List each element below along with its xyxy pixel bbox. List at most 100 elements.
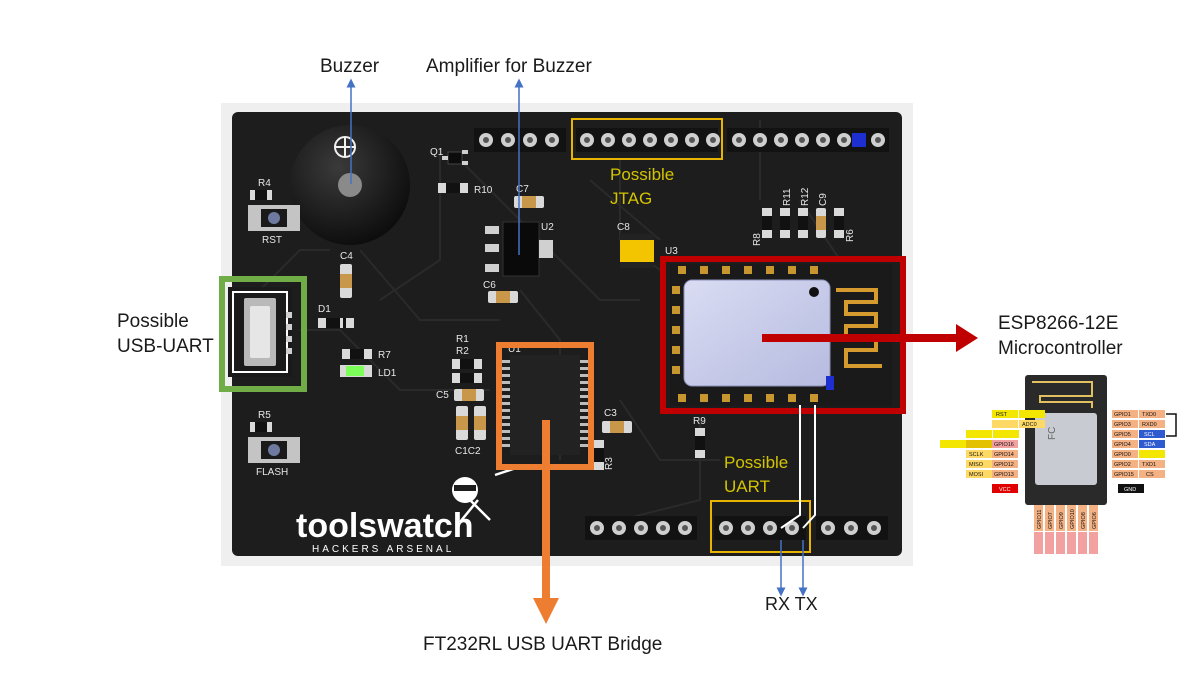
pin-gpio2: GPIO2 [1114, 462, 1131, 468]
r9-resistor [695, 428, 705, 458]
pin-gnd: GND [1124, 487, 1136, 493]
silk-u1: U1 [508, 344, 521, 355]
pin-gpio10: GPIO10 [1070, 509, 1076, 529]
ft232-arrow [533, 420, 559, 624]
pin-gpio15: GPIO15 [1114, 472, 1134, 478]
buzzer-label: Buzzer [320, 56, 380, 77]
silk-r2: R2 [456, 346, 469, 357]
u2-regulator [485, 221, 553, 277]
jtag-label-line1: Possible [610, 165, 675, 184]
pin-sda: SDA [1144, 442, 1156, 448]
silk-rst: RST [262, 235, 282, 246]
header-top-left [474, 128, 566, 152]
pin-gpio16: GPIO16 [994, 442, 1014, 448]
pin-adc0: ADC0 [1022, 422, 1037, 428]
pin-cs: CS [1146, 472, 1154, 478]
usb-uart-label-line2: USB-UART [117, 336, 214, 357]
c3-capacitor [602, 421, 632, 433]
silk-r10: R10 [474, 185, 493, 196]
silk-r11: R11 [782, 188, 793, 206]
pin-rst: RST [996, 412, 1008, 418]
rst-button [248, 190, 300, 231]
pin-txd1: TXD1 [1142, 462, 1156, 468]
silk-r12: R12 [800, 187, 811, 206]
uart-label-line1: Possible [724, 453, 789, 472]
svg-text:FC: FC [1047, 427, 1058, 440]
esp-label-line1: ESP8266-12E [998, 313, 1119, 334]
r1-r2-resistors [452, 359, 482, 383]
c5-capacitor [454, 389, 484, 401]
pin-mosi: MOSI [969, 472, 984, 478]
ld1-led [340, 365, 372, 377]
silk-c5: C5 [436, 390, 449, 401]
silk-r1: R1 [456, 334, 469, 345]
uart-label-line2: UART [724, 477, 770, 496]
silk-q1: Q1 [430, 147, 444, 158]
pin-gpio9: GPIO9 [1059, 512, 1065, 529]
d1-diode [318, 318, 354, 328]
c4-capacitor [340, 264, 352, 298]
silk-r9: R9 [693, 416, 706, 427]
r10-resistor [438, 183, 468, 193]
esp-label-line2: Microcontroller [998, 338, 1123, 359]
silk-c7: C7 [516, 184, 529, 195]
header-bottom-left [585, 516, 697, 540]
silk-flash: FLASH [256, 467, 288, 478]
pin-gpio11: GPIO11 [1037, 510, 1043, 529]
c7-capacitor [514, 196, 544, 208]
silk-d1: D1 [318, 304, 331, 315]
brand-subtitle: HACKERS ARSENAL [312, 544, 454, 555]
r8-r11-r12-c9-r6 [762, 208, 844, 238]
pin-miso: MISO [969, 462, 984, 468]
silk-c6: C6 [483, 280, 496, 291]
c6-capacitor [488, 291, 518, 303]
tx-trace-white [802, 405, 816, 529]
silk-r7: R7 [378, 350, 391, 361]
c8-capacitor [620, 234, 654, 268]
pin-sclk: SCLK [969, 452, 984, 458]
usb-uart-highlight-box [219, 276, 307, 392]
pin-gpio8: GPIO8 [1081, 512, 1087, 529]
uart-highlight-box [710, 500, 811, 553]
usb-uart-label-line1: Possible [117, 311, 189, 332]
pin-rxd0: RXD0 [1142, 422, 1157, 428]
pin-gpio1: GPIO1 [1114, 412, 1131, 418]
silk-ld1: LD1 [378, 368, 397, 379]
pcb-traces [249, 120, 841, 521]
amplifier-label: Amplifier for Buzzer [426, 56, 592, 77]
pin-gpio7: GPIO7 [1048, 512, 1054, 529]
pin-gpio4: GPIO4 [1114, 442, 1131, 448]
ft232-label: FT232RL USB UART Bridge [423, 634, 663, 655]
silk-r8: R8 [752, 233, 763, 246]
esp8266-arrow [762, 324, 978, 352]
silk-c4: C4 [340, 251, 353, 262]
pin-gpio12: GPIO12 [994, 462, 1014, 468]
header-uart [714, 516, 806, 540]
pin-gpio3: GPIO3 [1114, 422, 1131, 428]
buzzer-component [290, 125, 410, 245]
rx-trace-white [780, 405, 801, 529]
q1-transistor [442, 150, 468, 165]
silk-r6: R6 [845, 229, 856, 242]
silk-c1c2: C1C2 [455, 446, 481, 457]
pin-gpio13: GPIO13 [994, 472, 1014, 478]
brand-logo-text: toolswatch [296, 507, 474, 545]
pin-gpio0: GPIO0 [1114, 452, 1131, 458]
silk-c9: C9 [818, 193, 829, 206]
jtag-label-line2: JTAG [610, 189, 653, 208]
header-top-right [727, 128, 889, 152]
pin-txd0: TXD0 [1142, 412, 1156, 418]
header-jtag [576, 128, 720, 152]
pin-gpio6: GPIO6 [1092, 512, 1098, 529]
r7-resistor [342, 349, 372, 359]
c1-c2-capacitors [456, 406, 486, 440]
pin-gpio14: GPIO14 [994, 452, 1014, 458]
flash-button [248, 422, 300, 463]
rx-tx-label: RX TX [765, 594, 818, 614]
silk-c3: C3 [604, 408, 617, 419]
usb-connector [228, 287, 292, 377]
r3-resistor [594, 440, 604, 470]
pcb-board [232, 112, 902, 556]
jtag-highlight-box [571, 118, 723, 160]
